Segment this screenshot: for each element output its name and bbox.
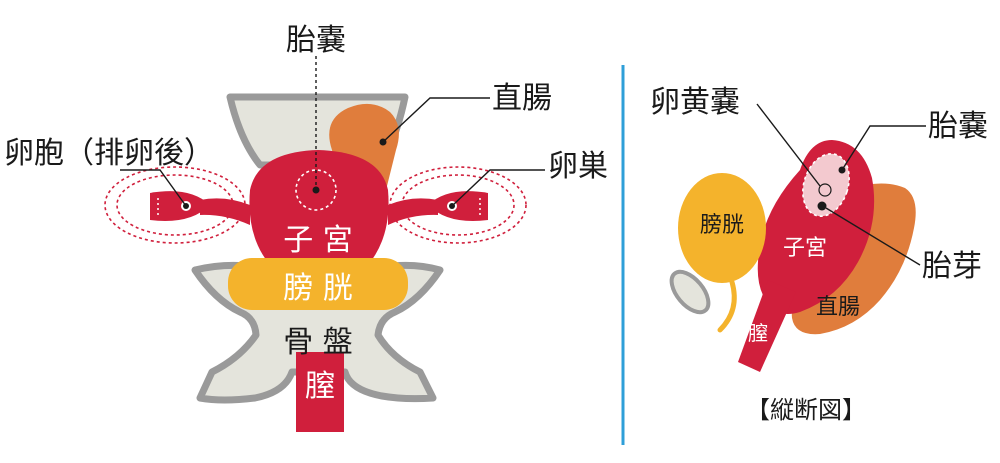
right-ovary (428, 191, 488, 221)
label-yolk-sac: 卵黄嚢 (650, 85, 740, 120)
bladder-section (678, 173, 766, 283)
label-bladder-section: 膀胱 (700, 213, 744, 238)
pubic-bone (669, 269, 711, 315)
right-ovary-halo (401, 174, 515, 236)
leader-gestational-sac-section (841, 125, 926, 171)
label-uterus-section: 子宮 (783, 236, 827, 261)
label-embryo: 胎芽 (922, 249, 982, 284)
leader-rectum (382, 97, 490, 143)
left-fallopian-tube (200, 198, 250, 225)
leader-gestational-sac-dot (838, 166, 846, 174)
label-vagina-front: 膣 (305, 369, 335, 404)
label-pelvis: 骨 盤 (283, 325, 353, 360)
label-bladder-front: 膀 胱 (283, 271, 353, 306)
front-view: 胎嚢 直腸 卵胞（排卵後） 卵巣 子 宮 膀 胱 骨 盤 膣 (4, 23, 608, 432)
label-corpus-luteum: 卵胞（排卵後） (4, 136, 214, 171)
caption-section: 【縦断図】 (746, 396, 866, 424)
leader-ovary (451, 169, 545, 207)
leader-corpus-luteum (120, 169, 187, 207)
label-gestational-sac-section: 胎嚢 (928, 109, 988, 144)
right-fallopian-tube (388, 198, 438, 225)
leader-yolk-sac (756, 103, 821, 187)
label-rectum-section: 直腸 (816, 295, 860, 320)
leader-rectum-dot (379, 138, 387, 146)
bladder (228, 258, 408, 310)
embryo (817, 201, 827, 211)
gestational-sac-front (295, 169, 337, 211)
vagina-section (738, 280, 796, 372)
label-gestational-sac-front: 胎嚢 (286, 23, 346, 58)
section-view: 卵黄嚢 胎嚢 膀胱 子宮 胎芽 直腸 膣 【縦断図】 (650, 85, 988, 424)
uterus (249, 150, 389, 265)
label-ovary: 卵巣 (548, 149, 608, 184)
left-ovary (150, 191, 210, 221)
label-rectum-front: 直腸 (492, 81, 552, 116)
label-vagina-section: 膣 (748, 321, 768, 345)
urethra (717, 279, 737, 333)
gestational-sac-dot (312, 186, 320, 194)
leader-embryo (825, 207, 921, 266)
label-uterus-front: 子 宮 (283, 223, 353, 258)
vagina (296, 352, 344, 432)
yolk-sac (818, 183, 832, 197)
